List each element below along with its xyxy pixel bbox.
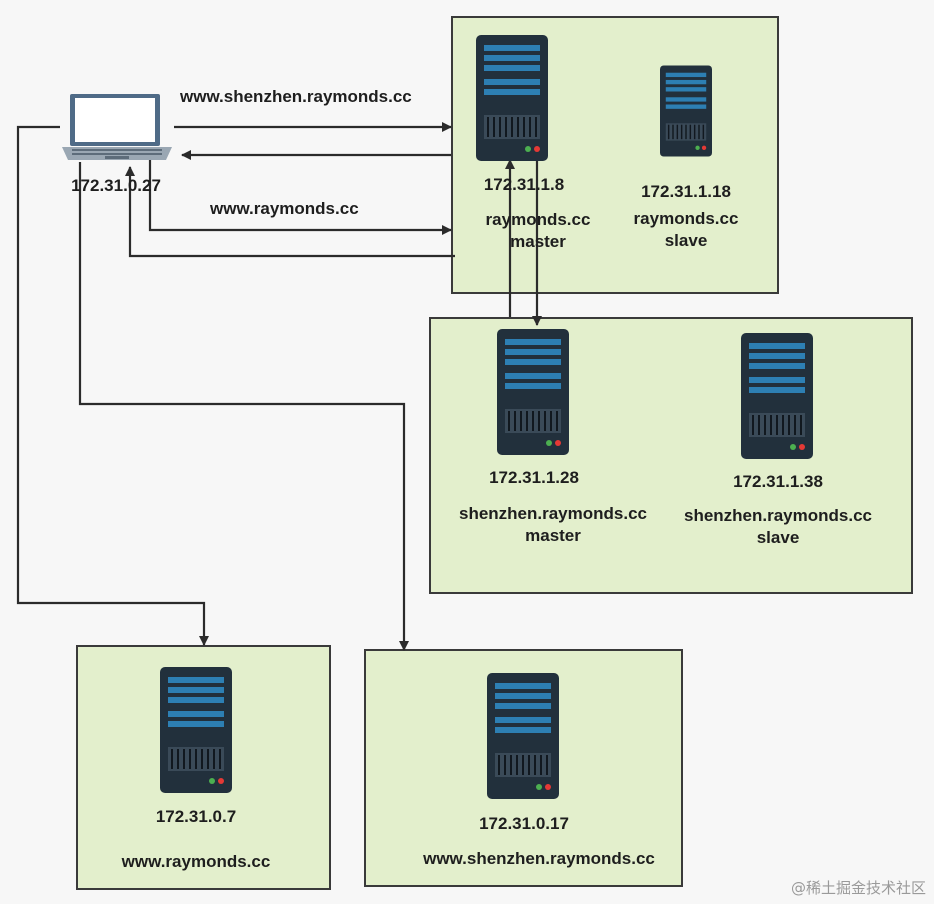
server-icon [497,329,569,455]
server-icon [741,333,813,459]
laptop-icon [62,94,172,160]
raymonds-master-name: raymonds.cc [485,210,591,229]
web-shenzhen-ip: 172.31.0.17 [479,814,569,833]
edge-label-shenzhen: www.shenzhen.raymonds.cc [180,87,412,106]
shenzhen-slave-name: shenzhen.raymonds.cc [683,506,873,525]
web-shenzhen-name: www.shenzhen.raymonds.cc [423,849,655,868]
server-icon [160,667,232,793]
raymonds-slave-role: slave [664,231,708,250]
shenzhen-master-ip: 172.31.1.28 [489,468,579,487]
shenzhen-master-name: shenzhen.raymonds.cc [458,504,648,523]
raymonds-master-ip: 172.31.1.8 [483,175,565,194]
arrow-to-web-raymonds [16,125,209,646]
server-icon [476,35,548,161]
arrow-to-web-shenzhen [78,162,409,651]
server-icon [487,673,559,799]
client-ip-label: 172.31.0.27 [71,176,161,195]
watermark: @稀土掘金技术社区 [790,879,926,897]
raymonds-slave-ip: 172.31.1.18 [641,182,731,201]
shenzhen-slave-ip: 172.31.1.38 [733,472,823,491]
shenzhen-slave-role: slave [756,528,800,547]
raymonds-slave-name: raymonds.cc [633,209,739,228]
edge-label-raymonds: www.raymonds.cc [210,199,359,218]
shenzhen-master-role: master [525,526,581,545]
arrow-query-raymonds [148,160,452,235]
arrow-reply-raymonds [125,166,455,258]
server-icon [660,65,712,157]
web-raymonds-ip: 172.31.0.7 [155,807,237,826]
web-raymonds-name: www.raymonds.cc [121,852,271,871]
raymonds-master-role: master [510,232,566,251]
